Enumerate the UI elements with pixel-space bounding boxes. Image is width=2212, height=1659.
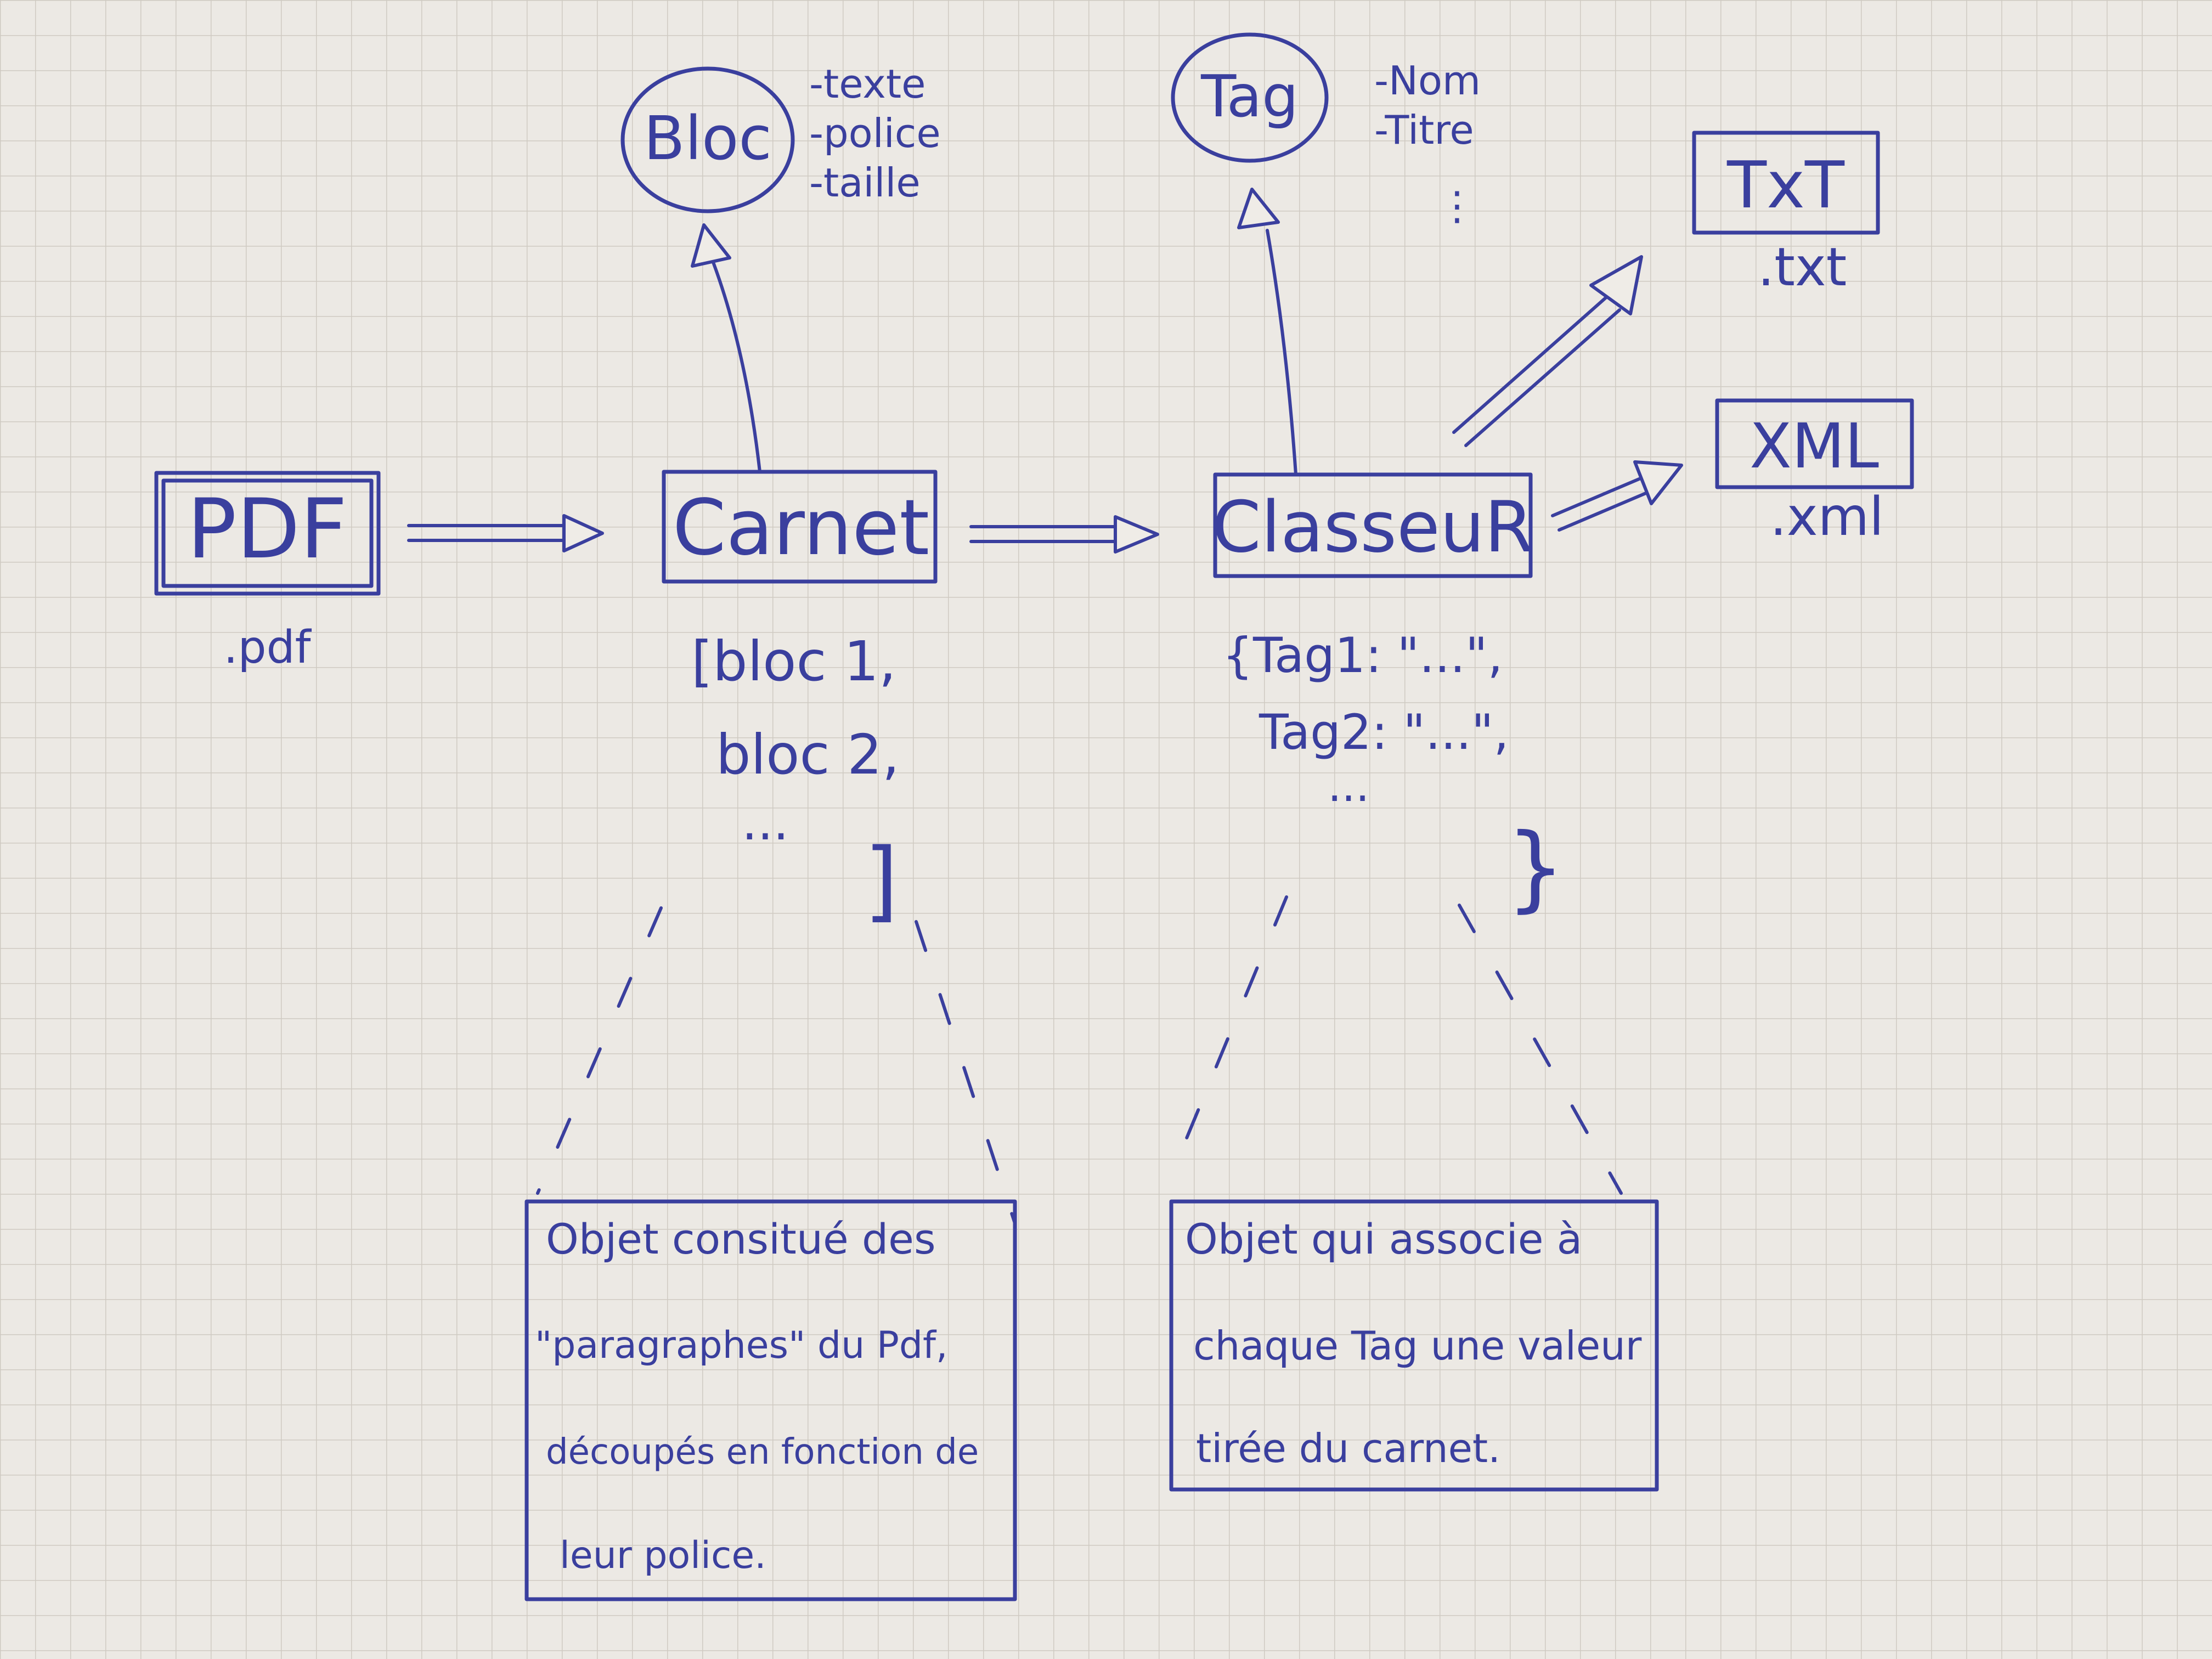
tag-label: Tag [1200,63,1299,130]
pdf-node: PDF .pdf [154,471,381,674]
arrow-classeur-to-txt [1452,255,1643,447]
tag-attribute: -Nom [1374,58,1481,104]
classeur-note-line: tirée du carnet. [1196,1425,1500,1471]
carnet-box [662,470,938,584]
pdf-extension: .pdf [223,622,312,674]
xml-box [1715,398,1914,489]
bloc-attribute: -taille [809,160,921,206]
txt-box [1692,131,1880,235]
classeur-note-box [1169,1199,1659,1492]
carnet-note: Objet consitué des "paragraphes" du Pdf,… [524,1199,1017,1601]
bloc-label: Bloc [644,103,772,173]
xml-label: XML [1750,411,1879,482]
arrow-carnet-to-classeur [969,515,1159,554]
classeur-label: ClasseuR [1212,487,1533,568]
bloc-attribute: -texte [809,61,926,107]
arrow-pdf-to-carnet [407,514,604,552]
carnet-list-item: [bloc 1, [691,629,896,693]
carnet-label: Carnet [673,483,929,573]
txt-extension: .txt [1758,236,1847,298]
arrow-classeur-to-xml [1551,460,1683,532]
carnet-list-item: ] [864,829,898,932]
txt-label: TxT [1726,147,1845,223]
tag-node: Tag -Nom -Titre ⋮ [1171,32,1481,229]
tag-circle [1171,32,1329,163]
carnet-callout-lines [536,906,1017,1225]
xml-extension: .xml [1770,486,1884,548]
carnet-list-item: ... [742,794,789,851]
carnet-node: Carnet [bloc 1, bloc 2, ... ] [662,470,938,932]
classeur-note-line: Objet qui associe à [1185,1215,1582,1263]
carnet-note-line: leur police. [560,1534,766,1577]
arrow-carnet-to-bloc [691,223,761,473]
carnet-note-line: Objet consitué des [546,1215,936,1263]
classeur-node: ClasseuR {Tag1: "...", Tag2: "...", ... … [1212,472,1565,922]
bloc-node: Bloc -texte -police -taille [620,61,941,213]
classeur-list-item: ... [1328,760,1369,811]
xml-node: XML .xml [1715,398,1914,548]
pdf-label: PDF [187,482,347,577]
classeur-note-line: chaque Tag une valeur [1193,1323,1642,1369]
tag-attribute: -Titre [1374,107,1474,153]
pdf-box [154,471,381,596]
carnet-note-box [524,1199,1017,1601]
carnet-list-item: bloc 2, [716,723,900,787]
carnet-note-line: découpés en fonction de [546,1432,979,1472]
classeur-callout-lines [1172,895,1623,1195]
classeur-box [1213,472,1533,578]
bloc-circle [620,66,795,213]
txt-node: TxT .txt [1692,131,1880,298]
classeur-list-item: Tag2: "...", [1259,704,1509,760]
classeur-list-item: } [1506,814,1565,922]
classeur-list-item: {Tag1: "...", [1222,627,1503,684]
arrow-classeur-to-tag [1237,188,1297,476]
tag-attribute: ⋮ [1437,183,1477,229]
classeur-note: Objet qui associe à chaque Tag une valeu… [1169,1199,1659,1492]
carnet-note-line: "paragraphes" du Pdf, [535,1324,948,1367]
pdf-box-inner [161,478,374,588]
bloc-attribute: -police [809,110,941,156]
